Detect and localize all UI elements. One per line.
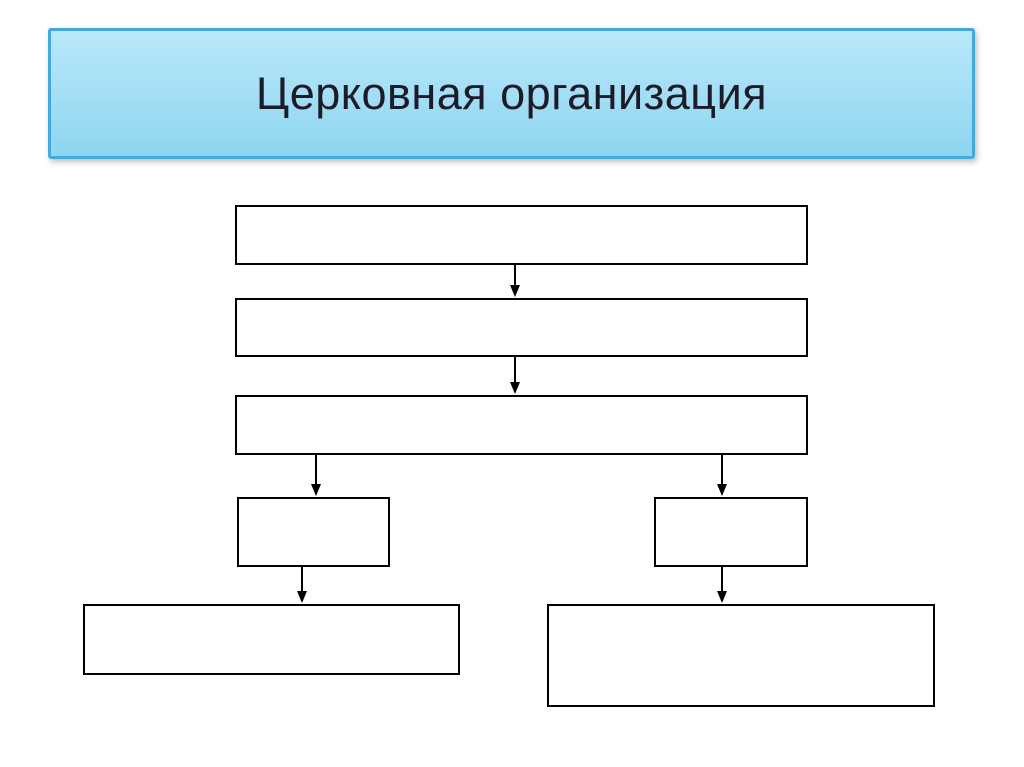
flow-box-left-branch: [237, 497, 390, 567]
flow-box-left-leaf: [83, 604, 460, 675]
flow-box-row-1: [235, 205, 808, 265]
flow-box-row-3: [235, 395, 808, 455]
slide-title: Церковная организация: [255, 67, 768, 119]
flow-box-right-branch: [654, 497, 808, 567]
slide-title-box: Церковная организация: [48, 28, 975, 159]
flow-box-row-2: [235, 298, 808, 357]
flow-box-right-leaf: [547, 604, 935, 707]
